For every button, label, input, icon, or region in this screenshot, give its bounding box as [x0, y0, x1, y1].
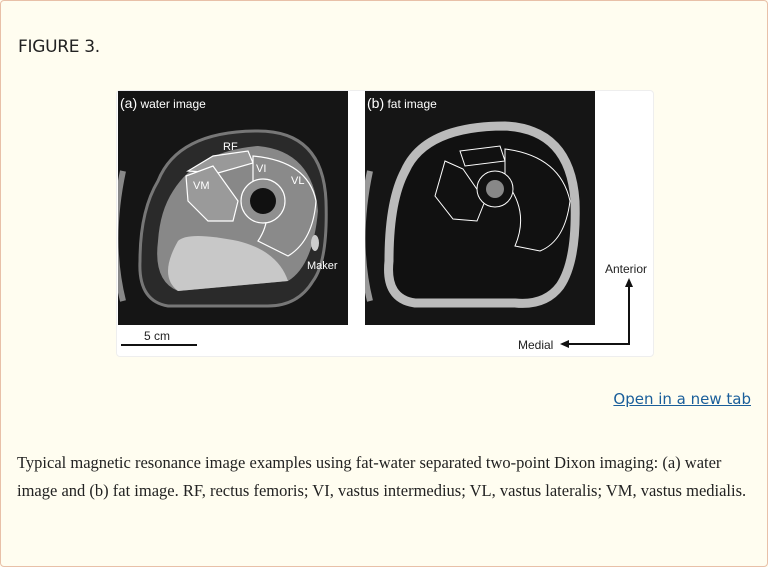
orientation-anterior-label: Anterior: [605, 262, 648, 276]
water-image-panel: (a) water image RF VI VL VM Maker: [118, 91, 348, 325]
annotation-rf: RF: [223, 141, 238, 153]
scale-bar-label: 5 cm: [144, 329, 171, 343]
scale-bar: [121, 344, 197, 346]
figure-caption: Typical magnetic resonance image example…: [17, 453, 747, 500]
panel-b-label: (b) fat image: [367, 95, 437, 111]
open-in-new-tab-link[interactable]: Open in a new tab: [613, 390, 751, 408]
annotation-vi: VI: [256, 163, 267, 175]
annotation-vl: VL: [291, 175, 305, 187]
figure-title: FIGURE 3.: [18, 37, 100, 57]
orientation-arrows-icon: [560, 278, 633, 348]
fat-mri-graphic: [365, 121, 580, 308]
fat-image-panel: (b) fat image: [365, 91, 595, 325]
water-mri-graphic: [118, 129, 328, 308]
orientation-medial-label: Medial: [518, 338, 554, 352]
annotation-vm: VM: [193, 180, 210, 192]
panel-a-label: (a) water image: [120, 95, 206, 111]
annotation-maker: Maker: [307, 260, 338, 272]
